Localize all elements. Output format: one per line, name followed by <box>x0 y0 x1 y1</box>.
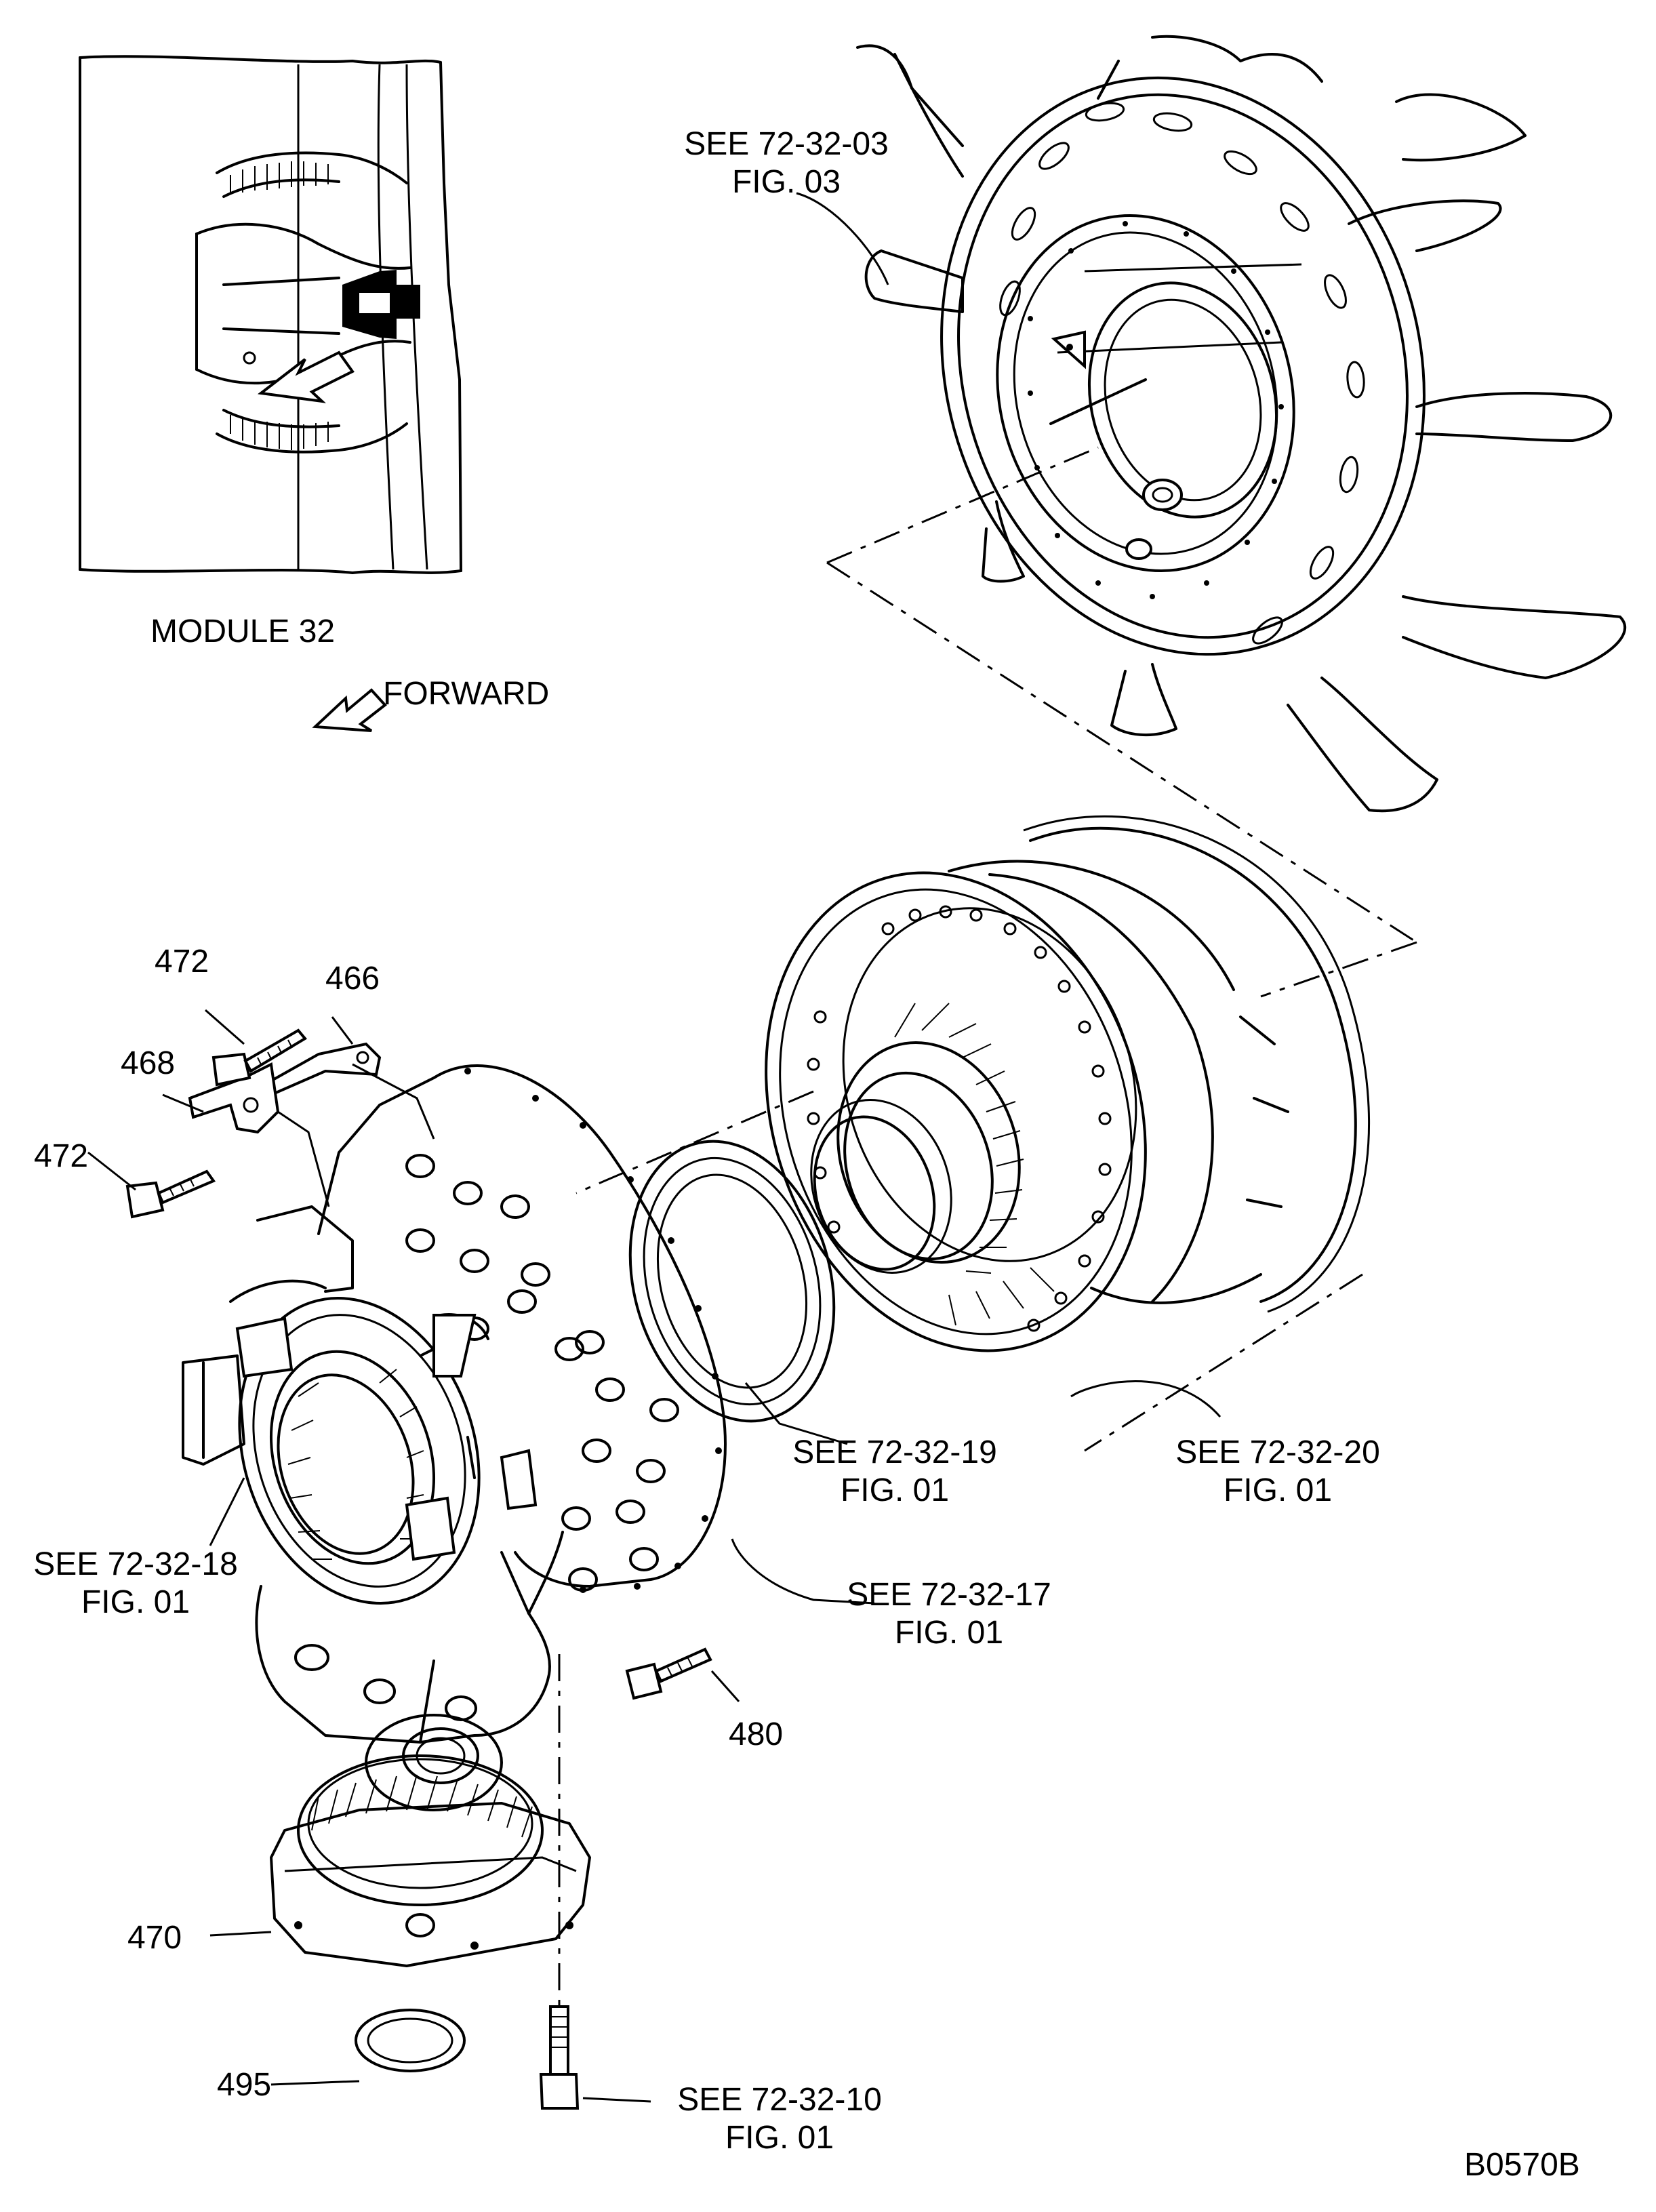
callout-472-upper: 472 <box>155 944 209 980</box>
reference-72-32-19: SEE 72-32-19 FIG. 01 <box>759 1434 1030 1510</box>
forward-arrow <box>312 688 387 732</box>
reference-line: SEE 72-32-17 <box>847 1577 1051 1613</box>
bolt-72-32-10-drawing <box>539 2005 580 2110</box>
bracket-468-drawing <box>188 1062 280 1134</box>
callout-480: 480 <box>729 1716 784 1752</box>
callout-470: 470 <box>127 1920 182 1956</box>
reference-line: SEE 72-32-18 <box>33 1546 238 1582</box>
reference-72-32-18: SEE 72-32-18 FIG. 01 <box>0 1546 271 1622</box>
reference-72-32-10: SEE 72-32-10 FIG. 01 <box>644 2081 915 2157</box>
leader-lines <box>87 192 1221 2103</box>
reference-figure: FIG. 01 <box>81 1584 190 1620</box>
reference-72-32-03: SEE 72-32-03 FIG. 03 <box>644 125 929 201</box>
reference-figure: FIG. 01 <box>894 1615 1004 1651</box>
reference-figure: FIG. 01 <box>725 2120 834 2156</box>
seal-495-drawing <box>355 2009 466 2072</box>
bolt-472-lower-drawing <box>125 1169 216 1219</box>
frame-assembly-drawing <box>856 35 1626 813</box>
bolt-480-drawing <box>625 1647 712 1700</box>
case-72-32-20-drawing <box>765 815 1371 1352</box>
reference-figure: FIG. 01 <box>840 1472 950 1508</box>
module-32-inset-drawing <box>79 55 462 574</box>
bracket-466-drawing <box>262 1042 382 1097</box>
reference-line: SEE 72-32-20 <box>1175 1434 1380 1470</box>
callout-466: 466 <box>325 961 380 997</box>
reference-line: SEE 72-32-10 <box>677 2082 882 2118</box>
callout-468: 468 <box>121 1045 176 1081</box>
reference-figure: FIG. 03 <box>731 164 841 200</box>
callout-472-lower: 472 <box>34 1138 89 1174</box>
disk-72-32-17-drawing <box>317 1064 727 1593</box>
module-32-caption: MODULE 32 <box>150 614 336 649</box>
housing-72-32-18-drawing <box>182 1205 564 1744</box>
forward-label: FORWARD <box>383 676 550 712</box>
gearbox-470-drawing <box>270 1714 591 1967</box>
reference-line: SEE 72-32-03 <box>684 126 889 162</box>
reference-line: SEE 72-32-19 <box>792 1434 997 1470</box>
bolt-472-upper-drawing <box>211 1028 308 1087</box>
reference-72-32-20: SEE 72-32-20 FIG. 01 <box>1142 1434 1413 1510</box>
centerlines <box>558 446 1417 2074</box>
reference-72-32-17: SEE 72-32-17 FIG. 01 <box>813 1576 1085 1652</box>
diaphragm-72-32-19-drawing <box>628 1140 836 1423</box>
reference-figure: FIG. 01 <box>1223 1472 1333 1508</box>
callout-495: 495 <box>217 2067 272 2103</box>
drawing-id: B0570B <box>1464 2147 1580 2183</box>
